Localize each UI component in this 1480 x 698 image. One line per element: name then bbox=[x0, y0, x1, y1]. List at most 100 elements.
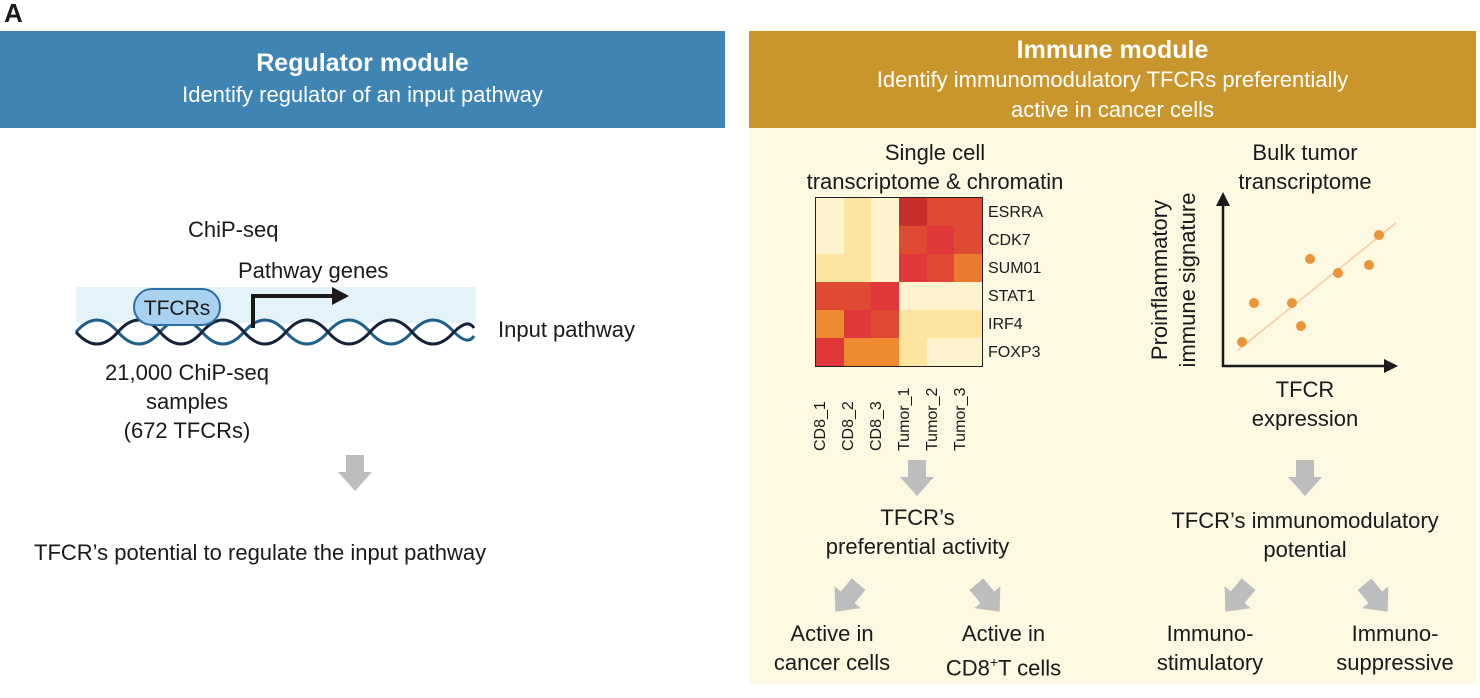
x-axis-arrowhead bbox=[1384, 359, 1398, 373]
scatter-xlabel-line1: TFCR bbox=[1276, 377, 1335, 402]
tfcrs-label: TFCRs bbox=[144, 297, 211, 320]
chip-seq-label: ChiP-seq bbox=[188, 217, 279, 242]
heatmap-cell bbox=[816, 198, 844, 226]
heatmap-cell bbox=[954, 338, 982, 366]
heatmap-column-label: Tumor_3 bbox=[952, 387, 969, 451]
transcription-start-arrowhead bbox=[332, 287, 349, 305]
regulator-result: TFCR’s potential to regulate the input p… bbox=[34, 540, 487, 565]
heatmap-column-label: CD8_2 bbox=[840, 401, 857, 451]
pathway-genes-label: Pathway genes bbox=[238, 258, 389, 283]
heatmap-cell bbox=[954, 310, 982, 338]
down-arrow-icon bbox=[900, 460, 934, 496]
heatmap-row-label: IRF4 bbox=[988, 316, 1023, 333]
immunosuppressive-line2: suppressive bbox=[1336, 650, 1454, 675]
down-right-arrow-icon bbox=[1357, 578, 1389, 612]
outcome-active-cd8-line2: CD8+T cells bbox=[926, 648, 1081, 682]
immune-module-title: Immune module bbox=[1016, 36, 1209, 64]
scatter-xlabel-line2: expression bbox=[1252, 406, 1358, 430]
heatmap-cell bbox=[926, 254, 955, 282]
heatmap-cell bbox=[816, 226, 844, 254]
heatmap-column-labels: CD8_1 CD8_2 CD8_3 Tumor_1 Tumor_2 Tumor_3 bbox=[812, 372, 983, 452]
outcome-active-cancer-line1: Active in bbox=[790, 621, 874, 646]
heatmap-cell bbox=[871, 254, 899, 282]
regulator-module-header: Regulator module Identify regulator of a… bbox=[0, 31, 725, 128]
scatter-points bbox=[1237, 230, 1384, 347]
heatmap-column-label: Tumor_2 bbox=[924, 387, 941, 451]
heatmap-cell bbox=[843, 254, 872, 282]
y-axis-arrowhead bbox=[1216, 192, 1230, 206]
heatmap-cell bbox=[926, 198, 955, 226]
cd8-text: CD8 bbox=[945, 655, 990, 681]
heatmap-row-label: CDK7 bbox=[988, 232, 1031, 249]
outcome-active-cd8-line1: Active in bbox=[961, 621, 1046, 646]
heatmap-cell bbox=[843, 338, 872, 366]
heatmap-cell bbox=[843, 282, 872, 310]
heatmap-cell bbox=[954, 282, 982, 310]
heatmap-cell bbox=[926, 226, 955, 254]
samples-line3: (672 TFCRs) bbox=[123, 418, 251, 443]
chip-seq-samples: 21,000 ChiP-seq samples (672 TFCRs) bbox=[62, 358, 312, 445]
samples-line1: 21,000 ChiP-seq bbox=[105, 360, 269, 385]
heatmap-cell bbox=[871, 282, 899, 310]
heatmap-cell bbox=[954, 198, 982, 226]
preferential-result-line1: TFCR’s bbox=[880, 505, 955, 530]
heatmap-cell bbox=[816, 338, 844, 366]
immunosuppressive-line1: Immuno- bbox=[1351, 621, 1439, 646]
heatmap-row-label: SUM01 bbox=[988, 260, 1042, 277]
heatmap-cell bbox=[843, 198, 872, 226]
outcome-immunostimulatory: Immuno- stimulatory bbox=[1135, 619, 1285, 677]
immunostimulatory-line2: stimulatory bbox=[1156, 650, 1264, 675]
samples-line2: samples bbox=[146, 389, 228, 414]
heatmap bbox=[815, 197, 983, 367]
single-cell-title-line1: Single cell bbox=[884, 140, 986, 165]
heatmap-cell bbox=[898, 226, 927, 254]
dna-illustration: TFCRs bbox=[74, 287, 476, 346]
scatter-point bbox=[1374, 230, 1384, 240]
heatmap-cell bbox=[898, 282, 927, 310]
heatmap-cell bbox=[926, 338, 955, 366]
scatter-point bbox=[1249, 298, 1259, 308]
heatmap-cell bbox=[871, 338, 899, 366]
heatmap-column-label: CD8_1 bbox=[812, 401, 829, 451]
heatmap-cell bbox=[898, 254, 927, 282]
input-pathway-label: Input pathway bbox=[498, 317, 635, 342]
immune-module-subtitle-line2: active in cancer cells bbox=[1011, 97, 1214, 122]
regulator-module-subtitle: Identify regulator of an input pathway bbox=[182, 82, 543, 107]
heatmap-cell bbox=[871, 310, 899, 338]
heatmap-cell bbox=[843, 310, 872, 338]
bulk-title-line2: transcriptome bbox=[1238, 169, 1372, 194]
down-arrow-icon bbox=[338, 455, 372, 491]
scatter-plot: Proinflammatory immune signature TFCR ex… bbox=[1150, 192, 1398, 430]
heatmap-cell bbox=[871, 198, 899, 226]
heatmap-column-label: Tumor_1 bbox=[896, 387, 913, 451]
scatter-point bbox=[1237, 337, 1247, 347]
tfcrs-bubble bbox=[133, 288, 221, 326]
bulk-tumor-title: Bulk tumor transcriptome bbox=[1205, 138, 1405, 196]
scatter-point bbox=[1287, 298, 1297, 308]
immune-module-subtitle-line1: Identify immunomodulatory TFCRs preferen… bbox=[876, 67, 1349, 92]
immunomodulatory-result: TFCR’s immunomodulatory potential bbox=[1150, 506, 1460, 564]
panel-label: A bbox=[4, 0, 23, 28]
heatmap-cell bbox=[816, 282, 844, 310]
heatmap-row-label: ESRRA bbox=[988, 204, 1044, 221]
heatmap-cell bbox=[954, 226, 982, 254]
heatmap-cell bbox=[898, 310, 927, 338]
scatter-axes bbox=[1221, 204, 1386, 368]
heatmap-cell bbox=[816, 254, 844, 282]
trend-line bbox=[1237, 222, 1397, 351]
heatmap-cell bbox=[898, 338, 927, 366]
outcome-active-cancer-line2: cancer cells bbox=[773, 650, 891, 675]
scatter-point bbox=[1305, 254, 1315, 264]
scatter-point bbox=[1333, 268, 1343, 278]
single-cell-title: Single cell transcriptome & chromatin bbox=[780, 138, 1090, 196]
transcription-start-arrow-line bbox=[251, 294, 336, 328]
outcome-active-cancer: Active in cancer cells bbox=[762, 619, 902, 677]
heatmap-column-label: CD8_3 bbox=[868, 401, 885, 451]
preferential-activity-result: TFCR’s preferential activity bbox=[790, 503, 1045, 561]
single-cell-title-line2: transcriptome & chromatin bbox=[806, 169, 1064, 194]
down-left-arrow-icon bbox=[834, 578, 866, 612]
scatter-ylabel-line1: Proinflammatory bbox=[1150, 200, 1172, 360]
down-left-arrow-icon bbox=[1224, 578, 1256, 612]
heatmap-cell bbox=[926, 310, 955, 338]
